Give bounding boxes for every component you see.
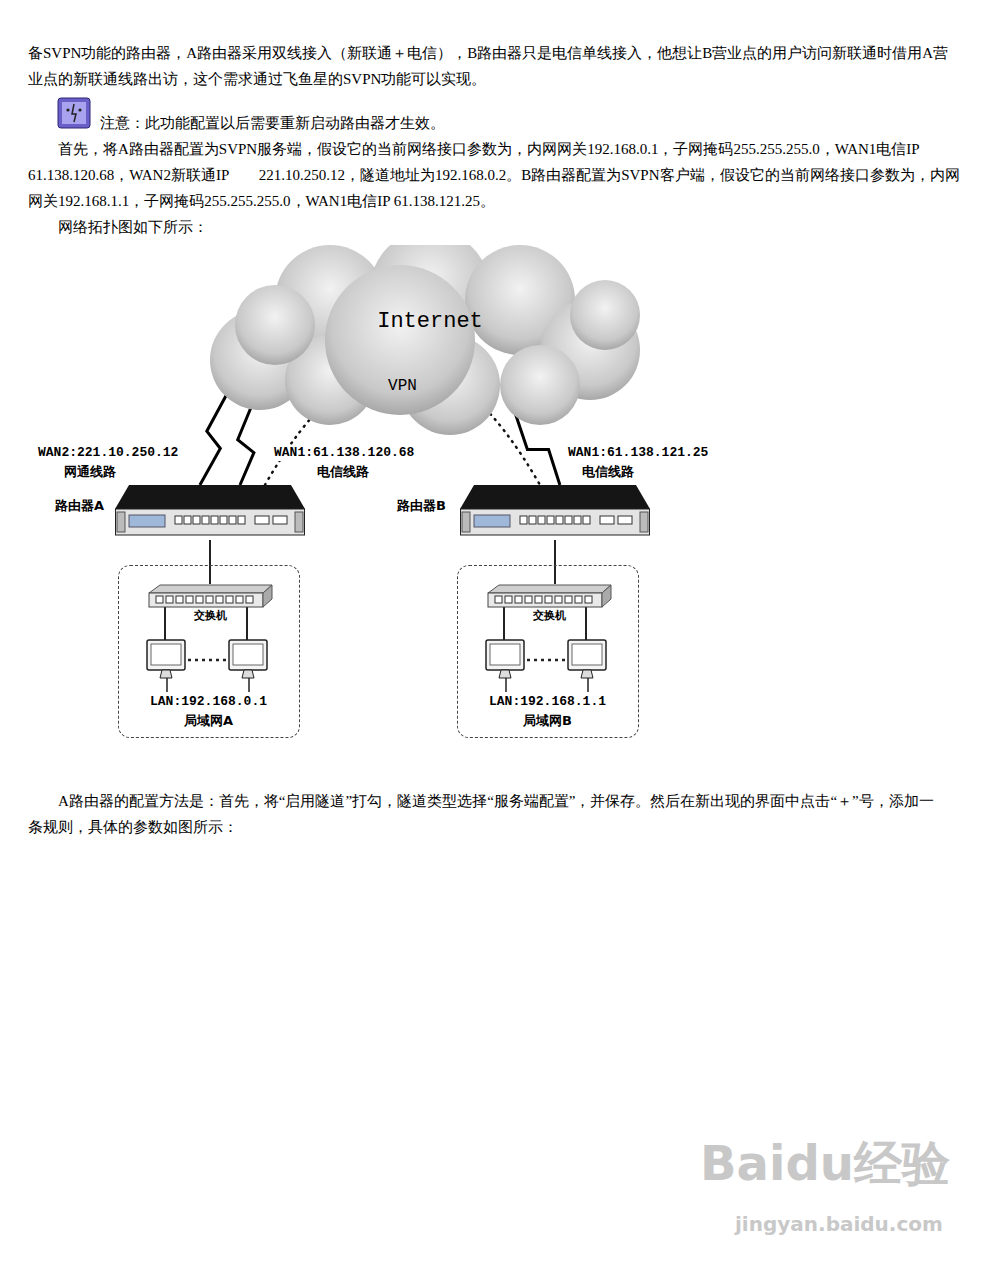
node-label: Internet [185,309,675,335]
cable-link [554,540,556,584]
line-label: 网通线路 [62,464,118,480]
node-label: 路由器A [53,498,106,514]
note-text: 注意：此功能配置以后需要重新启动路由器才生效。 [100,110,445,136]
lan-region: LAN:192.168.0.1 局域网A 交换机 [118,565,300,738]
body-text: 网络拓扑图如下所示： [58,214,208,240]
edge-label: VPN [388,377,417,395]
note-icon [58,98,90,128]
line-label: 电信线路 [580,464,636,480]
body-text: A路由器的配置方法是：首先，将“启用隧道”打勾，隧道类型选择“服务端配置”，并保… [28,788,938,840]
lightning-link [200,392,228,485]
cable-link [209,540,211,584]
router-shape [115,485,305,540]
node-label: 交换机 [146,609,274,622]
node-label: LAN:192.168.1.1 [458,694,637,710]
line-label: 电信线路 [315,464,371,480]
router: 路由器A [115,485,305,540]
wan-label: WAN1:61.138.120.68 [272,445,416,461]
lightning-link [238,405,254,485]
switch: 交换机 [485,584,613,626]
router-shape [460,485,650,540]
lan-region: LAN:192.168.1.1 局域网B 交换机 [457,565,639,738]
node-label: 局域网B [458,713,637,729]
node-label: 局域网A [119,713,298,729]
body-text: 备SVPN功能的路由器，A路由器采用双线接入（新联通＋电信），B路由器只是电信单… [28,40,963,92]
router: 路由器B [460,485,650,540]
node-label: LAN:192.168.0.1 [119,694,298,710]
watermark: jingyan.baidu.com [735,1212,943,1236]
cloud-shape [185,245,675,445]
monitor-icons [147,640,606,692]
internet-cloud: Internet [185,245,675,445]
body-text: 首先，将A路由器配置为SVPN服务端，假设它的当前网络接口参数为，内网网关192… [28,136,963,214]
wan-label: WAN2:221.10.250.12 [36,445,180,461]
watermark: Baidu经验 [700,1132,950,1196]
wan-label: WAN1:61.138.121.25 [566,445,710,461]
node-label: 交换机 [485,609,613,622]
switch: 交换机 [146,584,274,626]
node-label: 路由器B [395,498,448,514]
